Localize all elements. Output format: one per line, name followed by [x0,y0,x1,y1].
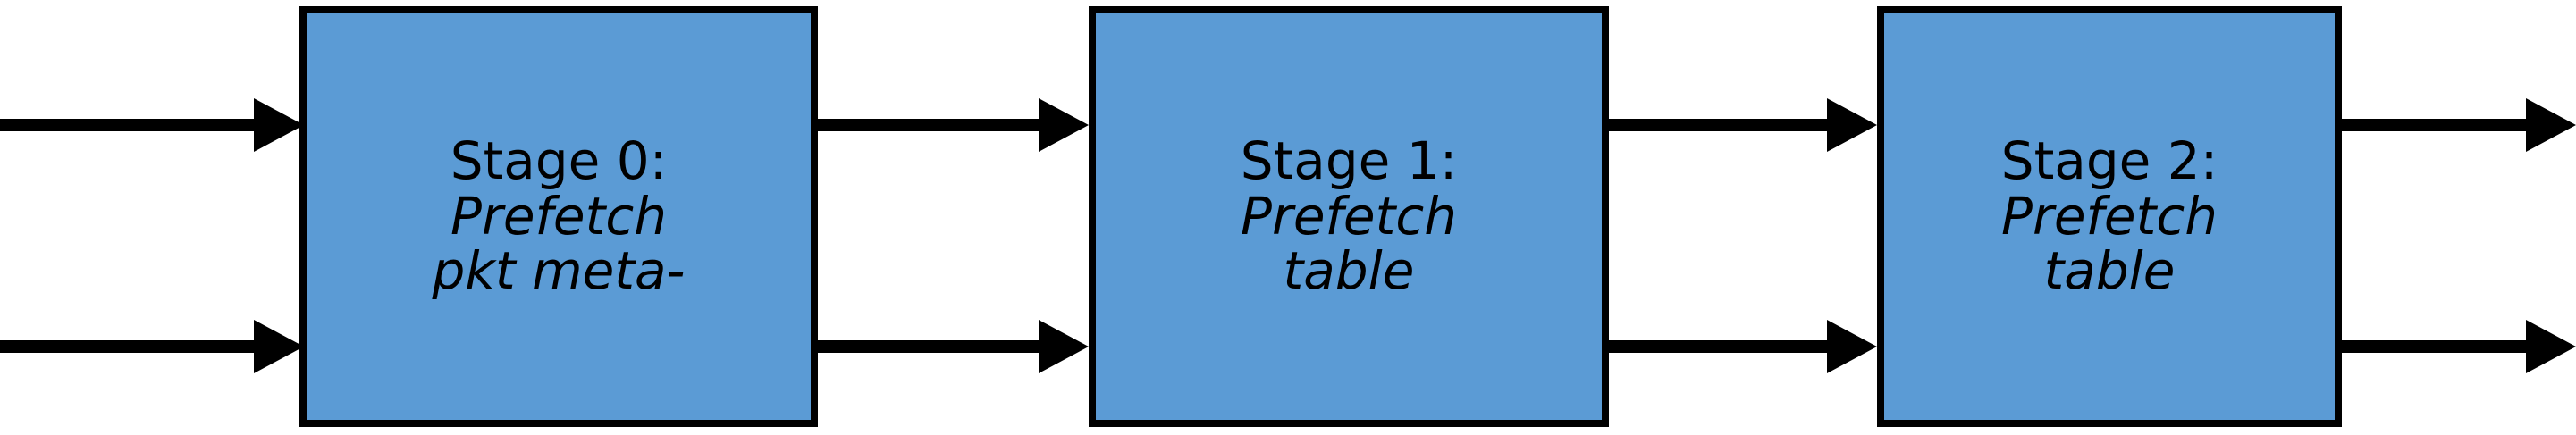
arrow-head-icon [1039,98,1089,152]
arrow-shaft [1609,340,1827,353]
stage-subtitle-line2-2: table [2043,240,2176,302]
arrow-head-icon [1827,98,1877,152]
arrow-head-icon [254,320,304,373]
stage-title-1: Stage 1: [1240,130,1458,192]
stage-subtitle-line2-0: pkt meta- [432,240,686,302]
arrow-head-icon [2526,98,2576,152]
stage-box-1[interactable]: Stage 1: Prefetch table [1089,6,1609,427]
arrow-shaft [0,119,254,131]
arrow-head-icon [1827,320,1877,373]
arrow-shaft [818,340,1039,353]
stage-subtitle-line1-0: Prefetch [450,185,667,247]
arrow-shaft [2342,340,2526,353]
stage-subtitle-line2-1: table [1283,240,1415,302]
arrow-shaft [2342,119,2526,131]
stage-title-2: Stage 2: [2000,130,2218,192]
arrow-shaft [818,119,1039,131]
arrow-shaft [1609,119,1827,131]
stage-title-0: Stage 0: [450,130,668,192]
arrow-head-icon [254,98,304,152]
stage-subtitle-line1-2: Prefetch [2001,185,2218,247]
stage-box-2[interactable]: Stage 2: Prefetch table [1877,6,2342,427]
stage-box-0[interactable]: Stage 0: Prefetch pkt meta- [299,6,818,427]
arrow-shaft [0,340,254,353]
arrow-head-icon [2526,320,2576,373]
arrow-head-icon [1039,320,1089,373]
stage-subtitle-line1-1: Prefetch [1241,185,1457,247]
